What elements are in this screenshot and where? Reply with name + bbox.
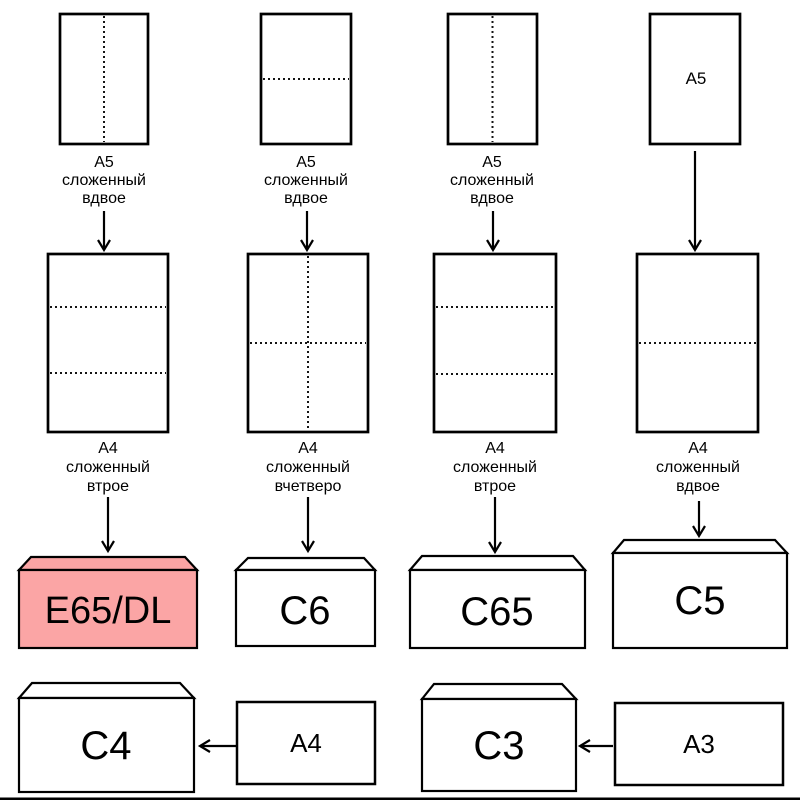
a4-sheet-half-fold: [635, 252, 760, 434]
caption-line: А4: [485, 440, 505, 457]
a5-sheet-flat: [648, 12, 742, 146]
caption-line: втрое: [474, 478, 516, 495]
envelope-flap: [610, 538, 790, 555]
envelope-body-c3: [420, 697, 578, 793]
paper-a4: [235, 700, 377, 786]
envelope-label: C3: [473, 724, 524, 768]
caption-line: вдвое: [284, 190, 328, 207]
caption-line: А5: [296, 154, 316, 171]
paper-a3: [613, 701, 785, 787]
column-c6: А5 сложенный вдвое А4 сложенный вчетверо…: [233, 12, 378, 648]
a5-sheet-horizontal-fold: [259, 12, 353, 146]
envelope-body-c65: [408, 568, 587, 650]
caption-line: втрое: [87, 478, 129, 495]
caption-line: сложенный: [62, 172, 146, 189]
envelope-flap: [407, 554, 588, 572]
paper-label: А3: [683, 729, 715, 759]
a4-sheet-thirds-fold: [432, 252, 558, 434]
caption-line: вдвое: [82, 190, 126, 207]
sheet-label: А5: [686, 69, 707, 88]
envelope-body-c5: [611, 551, 789, 650]
image-bottom-border: [0, 797, 800, 800]
column-c65: А5 сложенный вдвое А4 сложенный втрое C6…: [407, 12, 588, 650]
group-c4-a4: C4 А4: [16, 681, 377, 794]
caption-line: вчетверо: [275, 478, 342, 495]
column-c5: А5 А4 сложенный вдвое C5: [610, 12, 790, 650]
caption-line: сложенный: [450, 172, 534, 189]
envelope-flap: [16, 681, 197, 700]
caption-line: А4: [98, 440, 118, 457]
caption-line: А4: [298, 440, 318, 457]
caption-line: вдвое: [470, 190, 514, 207]
caption-line: сложенный: [266, 459, 350, 476]
caption-line: А5: [94, 154, 114, 171]
envelope-label: E65/DL: [45, 590, 172, 632]
envelope-label: C6: [279, 589, 330, 633]
column-e65dl: А5 сложенный вдвое А4 сложенный втрое E6…: [16, 12, 200, 650]
a5-sheet-vertical-fold: [58, 12, 150, 146]
caption-line: вдвое: [676, 478, 720, 495]
envelope-label: C65: [460, 590, 533, 634]
caption-line: сложенный: [656, 459, 740, 476]
envelope-flap: [419, 682, 579, 701]
caption-line: А5: [482, 154, 502, 171]
caption-line: А4: [688, 440, 708, 457]
caption-line: сложенный: [264, 172, 348, 189]
envelope-body-e65dl: [17, 568, 199, 650]
envelope-flap: [233, 556, 378, 572]
group-c3-a3: C3 А3: [419, 682, 785, 793]
envelope-flap: [16, 555, 200, 572]
a4-sheet-thirds-fold: [46, 252, 170, 434]
paper-label: А4: [290, 728, 322, 758]
envelope-body-c4: [17, 696, 196, 794]
caption-line: сложенный: [453, 459, 537, 476]
envelope-label: C5: [674, 579, 725, 623]
caption-line: сложенный: [66, 459, 150, 476]
a5-sheet-vertical-fold: [446, 12, 539, 146]
envelope-label: C4: [80, 724, 131, 768]
envelope-body-c6: [234, 568, 377, 648]
